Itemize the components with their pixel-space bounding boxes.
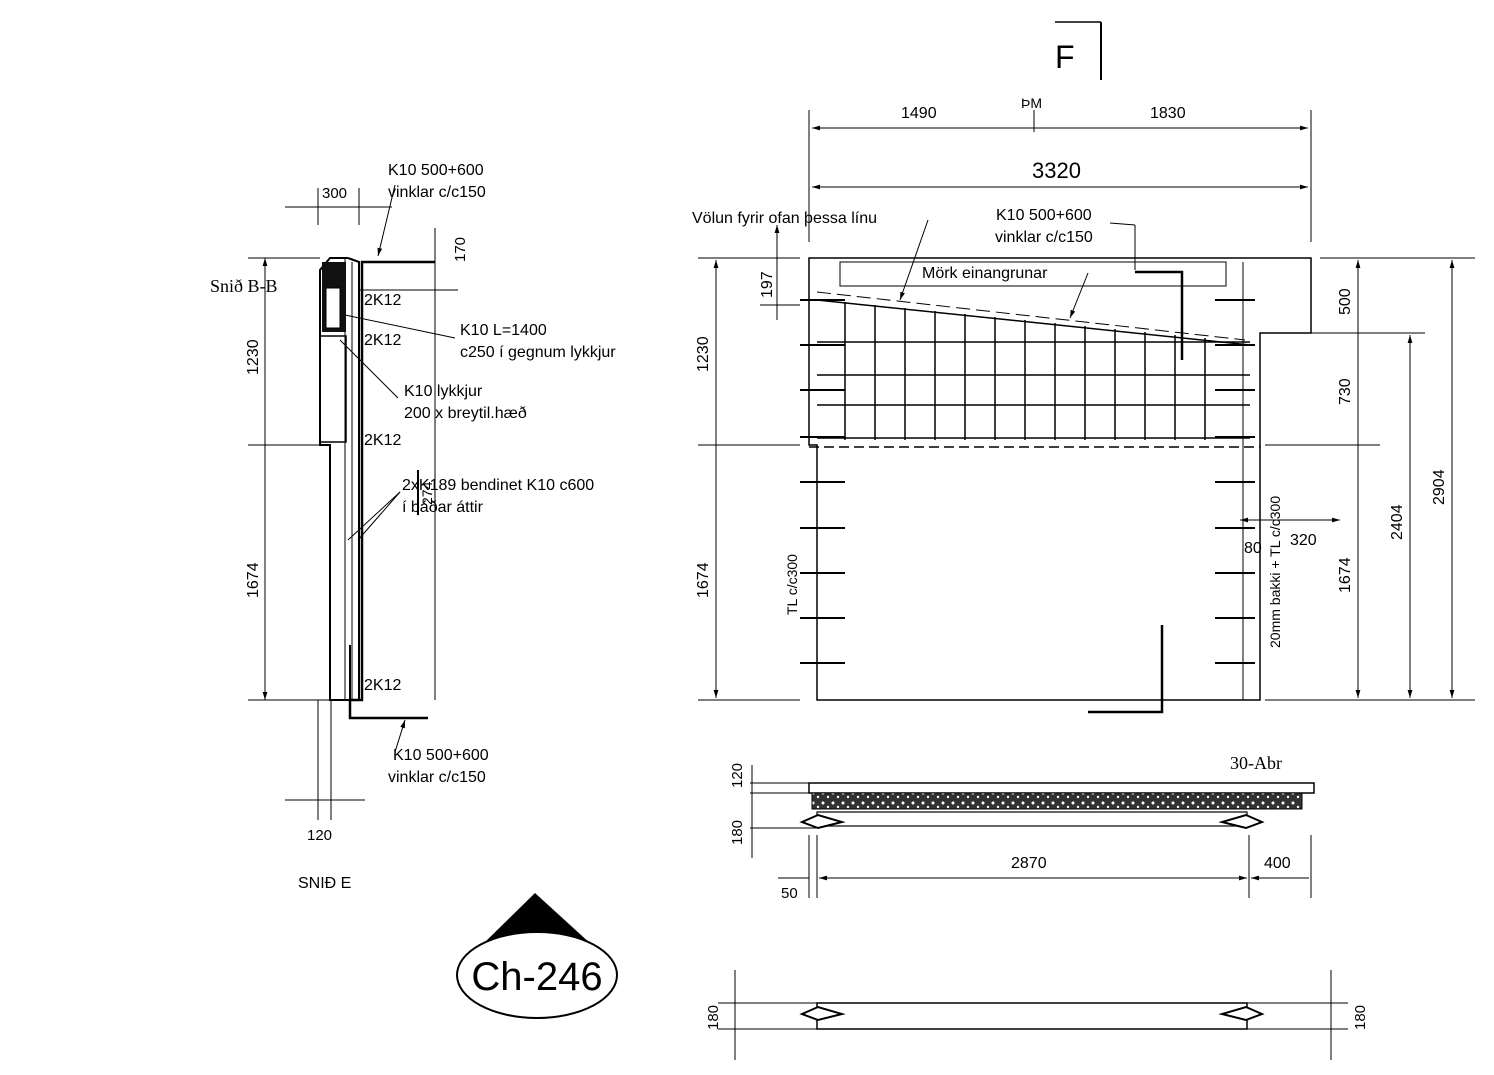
plan-dim-180: 180 [729, 820, 746, 845]
logo-ch246: Ch-246 [456, 893, 618, 1019]
loop-box [319, 335, 347, 443]
panel-outline [808, 257, 1312, 701]
tie-anchors [800, 299, 1255, 664]
note-bottom-line1: K10 500+600 [393, 747, 489, 764]
plan-dim-2870: 2870 [1011, 855, 1047, 872]
dim-1490: 1490 [901, 105, 937, 122]
dim-120: 120 [307, 827, 332, 844]
bar-label-2k12-b: 2K12 [364, 332, 401, 349]
bar-label-2k12-c: 2K12 [364, 432, 401, 449]
plan-bottom-layer [816, 811, 1248, 827]
note-bakki: 20mm bakki + TL c/c300 [1267, 496, 1283, 648]
dim-1830: 1830 [1150, 105, 1186, 122]
note-net-line1: 2xK189 bendinet K10 c600 [402, 477, 594, 494]
plan-top-layer [808, 782, 1315, 794]
section-mark-letter: F [1055, 39, 1075, 75]
plan-dim-180-left: 180 [705, 1005, 722, 1030]
dim-274: 274 [419, 481, 435, 505]
dim-300: 300 [322, 185, 347, 202]
note-loop-line1: K10 lykkjur [404, 383, 483, 400]
plan-dim-180-right: 180 [1352, 1005, 1369, 1030]
section-e-title: SNIÐ E [298, 875, 351, 892]
note-top-line1: K10 500+600 [388, 162, 484, 179]
plan-dim-400: 400 [1264, 855, 1291, 872]
dim-1674-right: 1674 [695, 562, 712, 598]
dim-80: 80 [1244, 540, 1262, 557]
logo-text: Ch-246 [471, 955, 602, 999]
note-top-line2: vinklar c/c150 [388, 184, 486, 201]
note-loop-line2: 200 x breytil.hæð [404, 405, 527, 422]
dim-170: 170 [452, 237, 469, 262]
rebar-mesh [816, 299, 1251, 440]
dim-500: 500 [1337, 288, 1354, 315]
plan-insulation [811, 792, 1303, 810]
dim-730: 730 [1337, 378, 1354, 405]
note-net-line2: í báðar áttir [402, 499, 484, 516]
plan-ref: 30-Abr [1230, 753, 1282, 773]
dim-320: 320 [1290, 532, 1317, 549]
dim-1230-left: 1230 [245, 339, 262, 375]
sheet-ref-snid-bb: Snið B-B [210, 276, 278, 296]
plan-lower-panel [816, 1002, 1248, 1030]
note-tl: TL c/c300 [784, 554, 800, 615]
dim-3320: 3320 [1032, 158, 1081, 183]
section-e-drawing: 300 170 1230 1674 120 [245, 184, 469, 844]
dim-1230-right: 1230 [695, 336, 712, 372]
note-l1400-line1: K10 L=1400 [460, 322, 547, 339]
bar-label-2k12-a: 2K12 [364, 292, 401, 309]
note-mork: Mörk einangrunar [922, 265, 1048, 282]
bar-label-2k12-d: 2K12 [364, 677, 401, 694]
note-volun: Völun fyrir ofan þessa línu [692, 210, 877, 227]
plan-drawing [718, 765, 1348, 1060]
dim-197: 197 [759, 271, 776, 298]
plan-dim-50: 50 [781, 885, 798, 902]
dim-2404: 2404 [1389, 504, 1406, 540]
pm-mark: ÞM [1021, 95, 1042, 111]
dim-1674-left: 1674 [245, 562, 262, 598]
dim-2904: 2904 [1431, 469, 1448, 505]
note-k10-line1: K10 500+600 [996, 207, 1092, 224]
dim-1674-far-right: 1674 [1337, 557, 1354, 593]
rebar-main [348, 260, 428, 720]
note-l1400-line2: c250 í gegnum lykkjur [460, 344, 616, 361]
section-mark-f: F [1055, 21, 1102, 80]
elevation-drawing [698, 110, 1475, 714]
note-k10-line2: vinklar c/c150 [995, 229, 1093, 246]
note-bottom-line2: vinklar c/c150 [388, 769, 486, 786]
plan-dim-120: 120 [729, 763, 746, 788]
